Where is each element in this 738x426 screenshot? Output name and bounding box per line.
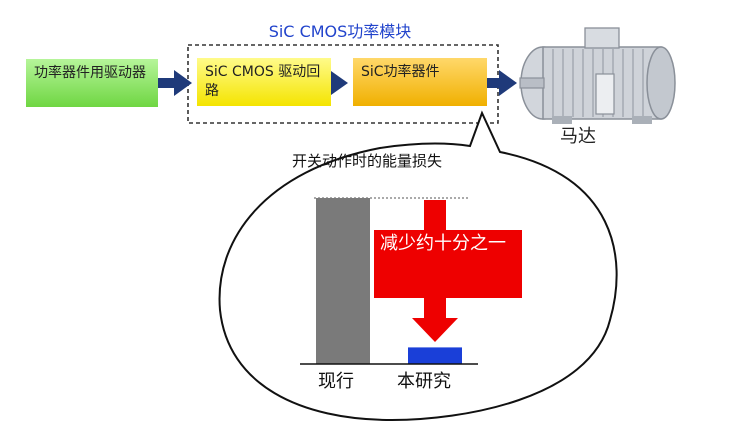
loss-chart <box>300 197 522 365</box>
bar-label-current: 现行 <box>318 371 354 392</box>
module-title: SiC CMOS功率模块 <box>268 22 412 41</box>
motor-label: 马达 <box>560 126 596 147</box>
flow-arrows <box>158 70 517 96</box>
sic-power-device-block: SiC功率器件 <box>353 58 487 106</box>
reduction-box <box>374 230 522 298</box>
sic-cmos-drive-circuit-block: SiC CMOS 驱动回路 <box>197 58 331 106</box>
reduction-label: 减少约十分之一 <box>380 233 506 254</box>
motor-icon <box>519 27 676 124</box>
bar-this-study <box>408 347 462 364</box>
bar-current <box>316 198 370 364</box>
bubble-title: 开关动作时的能量损失 <box>292 152 443 170</box>
bar-label-this-study: 本研究 <box>397 371 451 392</box>
reduction-shaft-lower <box>424 298 446 318</box>
reduction-arrowhead <box>412 318 458 342</box>
gate-driver-block: 功率器件用驱动器 <box>26 59 158 107</box>
reduction-shaft <box>424 200 446 230</box>
